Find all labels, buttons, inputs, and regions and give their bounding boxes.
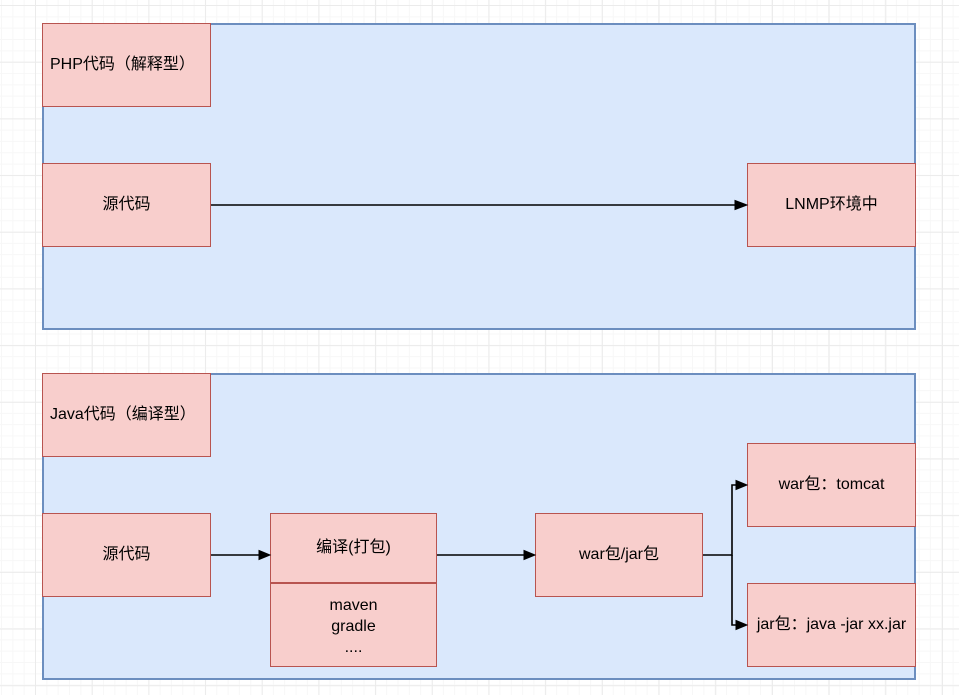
java-compile-node[interactable]: 编译(打包): [270, 513, 437, 583]
java-build-tools-node[interactable]: maven gradle ....: [270, 583, 437, 667]
java-compile-label: 编译(打包): [316, 539, 391, 556]
java-package-label: war包/jar包: [578, 546, 659, 563]
php-source-code-node[interactable]: 源代码: [42, 163, 211, 247]
php-lnmp-node[interactable]: LNMP环境中: [747, 163, 916, 247]
java-jar-deploy-label: jar包：java -jar xx.jar: [756, 616, 907, 633]
java-source-label: 源代码: [102, 546, 151, 563]
java-war-deploy-node[interactable]: war包：tomcat: [747, 443, 916, 527]
java-title-node[interactable]: Java代码（编译型）: [42, 373, 211, 457]
java-war-deploy-label: war包：tomcat: [778, 476, 885, 493]
java-title-label: Java代码（编译型）: [50, 406, 196, 423]
java-source-code-node[interactable]: 源代码: [42, 513, 211, 597]
build-tool-maven-label: maven: [329, 596, 378, 614]
php-lnmp-label: LNMP环境中: [785, 196, 878, 213]
build-tool-more-label: ....: [344, 638, 363, 656]
java-jar-deploy-node[interactable]: jar包：java -jar xx.jar: [747, 583, 916, 667]
php-title-label: PHP代码（解释型）: [50, 56, 195, 73]
php-source-label: 源代码: [102, 196, 151, 213]
php-title-node[interactable]: PHP代码（解释型）: [42, 23, 211, 107]
build-tool-gradle-label: gradle: [331, 617, 376, 635]
java-package-node[interactable]: war包/jar包: [535, 513, 703, 597]
